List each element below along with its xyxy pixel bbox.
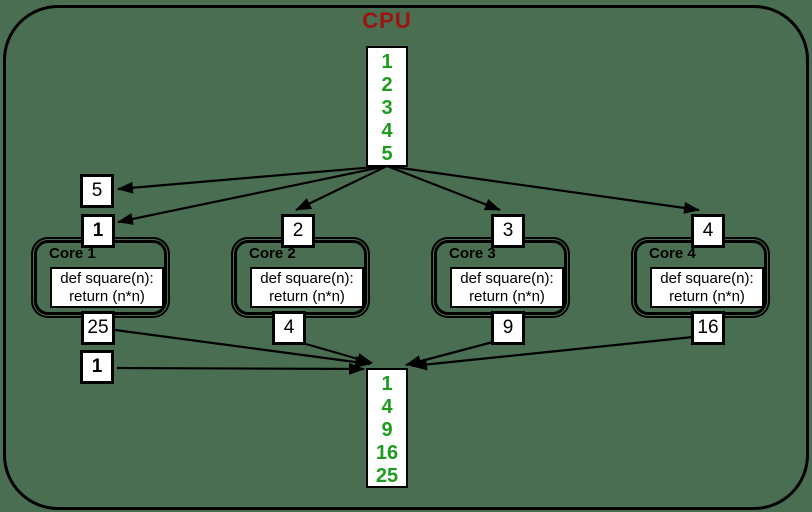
queue-value: 5 <box>381 143 393 165</box>
cpu-input-queue-box: 1 2 3 4 5 <box>366 46 408 167</box>
code-line: def square(n): <box>60 269 154 287</box>
queue-value: 4 <box>381 396 393 418</box>
core-2-code-box: def square(n): return (n*n) <box>250 267 364 308</box>
code-line: return (n*n) <box>69 287 145 305</box>
core-2-box: Core 2 def square(n): return (n*n) <box>231 237 370 318</box>
core-1-code-box: def square(n): return (n*n) <box>50 267 164 308</box>
core-3-input-box: 3 <box>491 214 525 248</box>
core-1-box: Core 1 def square(n): return (n*n) <box>31 237 170 318</box>
queue-value: 1 <box>381 51 393 73</box>
core-1-output-box: 25 <box>81 311 115 345</box>
code-line: return (n*n) <box>469 287 545 305</box>
core-2-label: Core 2 <box>249 245 296 262</box>
core-4-label: Core 4 <box>649 245 696 262</box>
result-output-queue-box: 1 4 9 16 25 <box>366 368 408 488</box>
core-3-output-box: 9 <box>491 311 525 345</box>
core-4-box: Core 4 def square(n): return (n*n) <box>631 237 770 318</box>
pending-value-box: 5 <box>80 174 114 208</box>
queue-value: 4 <box>381 120 393 142</box>
queue-value: 16 <box>375 442 399 464</box>
queue-value: 1 <box>381 373 393 395</box>
core-4-output-box: 16 <box>691 311 725 345</box>
code-line: def square(n): <box>460 269 554 287</box>
core-4-input-box: 4 <box>691 214 725 248</box>
code-line: return (n*n) <box>669 287 745 305</box>
code-line: def square(n): <box>660 269 754 287</box>
queue-value: 3 <box>381 97 393 119</box>
core-3-box: Core 3 def square(n): return (n*n) <box>431 237 570 318</box>
code-line: return (n*n) <box>269 287 345 305</box>
outer-rounded-frame <box>3 5 809 510</box>
core-1-input-box: 1 <box>81 214 115 248</box>
core-3-label: Core 3 <box>449 245 496 262</box>
current-result-box: 1 <box>80 350 114 384</box>
queue-value: 25 <box>375 465 399 487</box>
core-3-code-box: def square(n): return (n*n) <box>450 267 564 308</box>
code-line: def square(n): <box>260 269 354 287</box>
core-2-output-box: 4 <box>272 311 306 345</box>
core-4-code-box: def square(n): return (n*n) <box>650 267 764 308</box>
queue-value: 9 <box>381 419 393 441</box>
core-2-input-box: 2 <box>281 214 315 248</box>
queue-value: 2 <box>381 74 393 96</box>
core-1-label: Core 1 <box>49 245 96 262</box>
cpu-title: CPU <box>362 8 412 33</box>
